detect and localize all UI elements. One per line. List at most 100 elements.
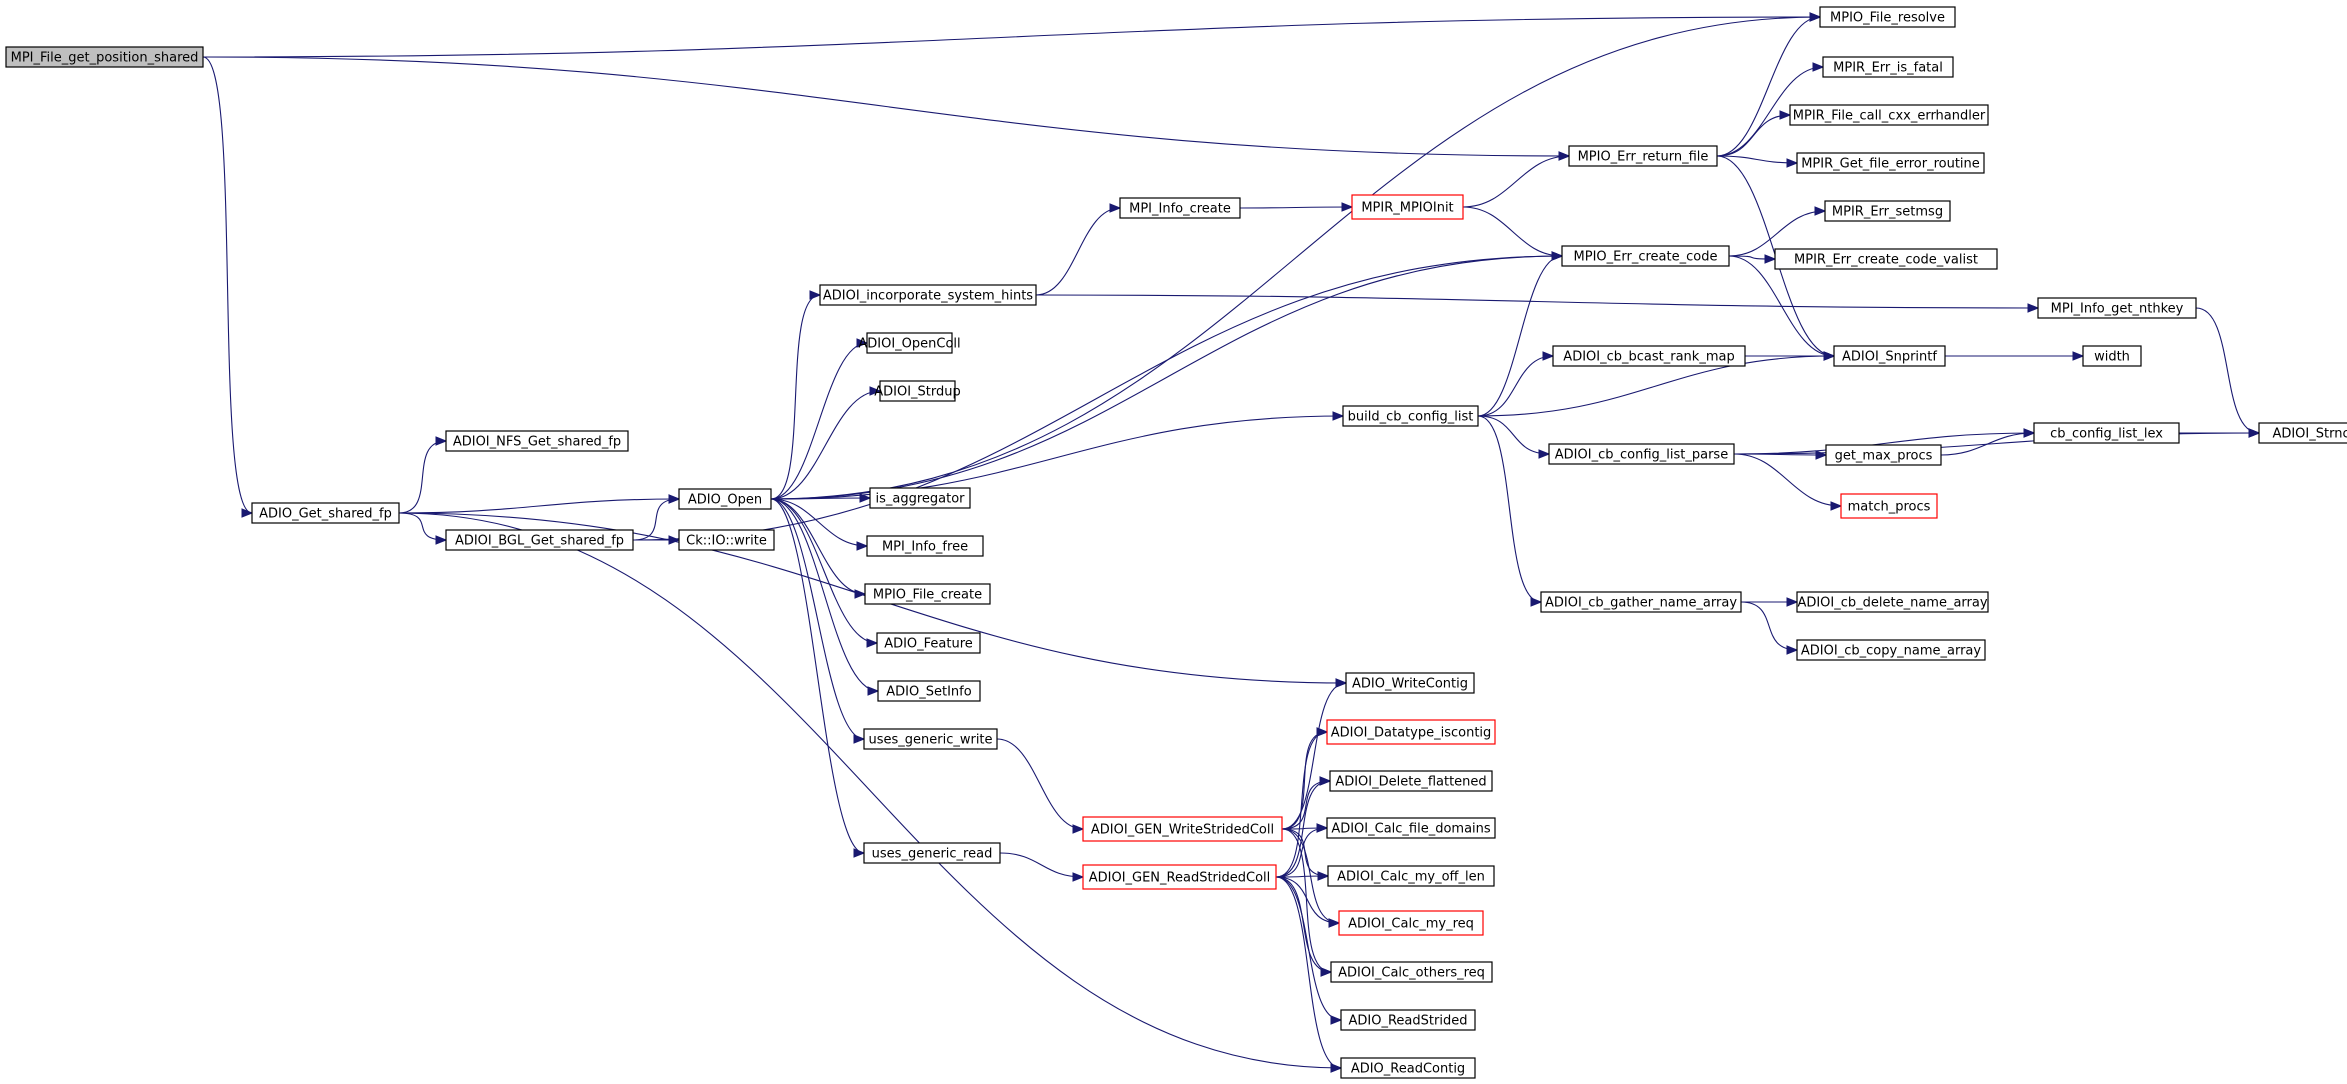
node-is-aggregator[interactable]: is_aggregator [869,487,971,509]
node-box [1326,817,1496,839]
node-adioi-gen-readstridedcoll[interactable]: ADIOI_GEN_ReadStridedColl [1082,864,1277,890]
node-adio-setinfo[interactable]: ADIO_SetInfo [877,680,981,702]
node-label: MPIR_Err_create_code_valist [1794,253,1978,268]
node-label: ADIOI_Calc_my_req [1348,917,1474,932]
node-mpir-file-call-cxx-errhandler[interactable]: MPIR_File_call_cxx_errhandler [1789,104,1989,126]
node-label: MPI_Info_free [882,540,968,555]
node-adioi-gen-writestridedcoll[interactable]: ADIOI_GEN_WriteStridedColl [1082,816,1283,842]
edge-mpi-info-create-to-mpir-mpioinit [1239,202,1354,212]
node-mpio-err-create-code[interactable]: MPIO_Err_create_code [1561,245,1730,267]
node-adio-readcontig[interactable]: ADIO_ReadContig [1340,1057,1476,1079]
edge-arrowhead [1823,351,1836,361]
edge-line [398,498,680,514]
node-box [866,535,984,557]
edge-adioi-cb-bcast-rank-map-to-adioi-snprintf [1745,351,1836,361]
edge-line [1035,294,2039,309]
node-match-procs[interactable]: match_procs [1840,493,1938,519]
edge-adio-open-to-adio-feature [770,498,879,648]
node-box [445,529,634,551]
edge-line [770,390,881,500]
node-mpir-mpioinit[interactable]: MPIR_MPIOInit [1351,194,1464,220]
node-adio-writecontig[interactable]: ADIO_WriteContig [1345,672,1475,694]
node-box [1340,1009,1476,1031]
edge-mpir-mpioinit-to-mpio-err-return-file [1462,151,1571,208]
node-label: ADIOI_Strncpy [2272,427,2347,442]
node-adioi-strncpy[interactable]: ADIOI_Strncpy [2258,422,2347,444]
edge-adioi-bgl-get-shared-fp-to-adio-open [632,494,681,541]
edge-arrowhead [1558,151,1571,161]
node-box [1327,865,1495,887]
node-adio-feature[interactable]: ADIO_Feature [876,632,981,654]
edge-adioi-incorporate-system-hints-to-mpi-info-get-nthkey [1035,294,2040,313]
edge-adio-open-to-adioi-incorporate-system-hints [770,290,822,500]
node-adioi-calc-others-req[interactable]: ADIOI_Calc_others_req [1330,961,1493,983]
edge-line [996,738,1084,830]
edge-arrowhead [1072,824,1085,834]
node-mpir-get-file-error-routine[interactable]: MPIR_Get_file_error_routine [1796,152,1985,174]
node-adio-get-shared-fp[interactable]: ADIO_Get_shared_fp [251,502,400,524]
edge-mpir-mpioinit-to-mpio-err-create-code [1462,206,1564,261]
edge-line [1281,682,1347,830]
edge-adio-get-shared-fp-to-adio-open [398,494,681,514]
node-mpi-file-get-position-shared[interactable]: MPI_File_get_position_shared [5,46,204,68]
node-adioi-snprintf[interactable]: ADIOI_Snprintf [1833,345,1946,367]
node-box [678,529,775,551]
node-adioi-nfs-get-shared-fp[interactable]: ADIOI_NFS_Get_shared_fp [445,430,629,452]
node-mpi-info-get-nthkey[interactable]: MPI_Info_get_nthkey [2037,297,2197,319]
edge-adioi-gen-writestridedcoll-to-adio-writecontig [1281,678,1348,830]
node-adioi-bgl-get-shared-fp[interactable]: ADIOI_BGL_Get_shared_fp [445,529,634,551]
node-box [2082,345,2142,367]
node-adioi-cb-delete-name-array[interactable]: ADIOI_cb_delete_name_array [1796,591,1989,613]
node-mpi-info-create[interactable]: MPI_Info_create [1119,197,1241,219]
edge-line [770,498,868,547]
edge-line [1281,731,1328,830]
node-adioi-strdup[interactable]: ADIOI_Strdup [874,380,961,402]
call-nodes: MPI_File_get_position_shared MPIO_File_re… [5,6,2347,1079]
node-label: ADIOI_Strdup [874,385,961,400]
node-mpir-err-is-fatal[interactable]: MPIR_Err_is_fatal [1822,56,1954,78]
node-box [819,284,1037,306]
node-adioi-cb-copy-name-array[interactable]: ADIOI_cb_copy_name_array [1796,639,1986,661]
edge-arrowhead [1319,776,1332,786]
node-uses-generic-read[interactable]: uses_generic_read [863,842,1001,864]
edge-line [1733,432,2035,455]
node-build-cb-config-list[interactable]: build_cb_config_list [1342,405,1479,427]
node-cb-config-list-lex[interactable]: cb_config_list_lex [2033,422,2180,444]
node-label: uses_generic_write [868,733,992,748]
node-width[interactable]: width [2082,345,2142,367]
node-uses-generic-write[interactable]: uses_generic_write [863,728,998,750]
node-adioi-opencoll[interactable]: ADIOI_OpenColl [858,332,961,354]
node-get-max-procs[interactable]: get_max_procs [1825,444,1942,466]
node-adioi-datatype-iscontig[interactable]: ADIOI_Datatype_iscontig [1326,719,1496,745]
node-label: ADIOI_BGL_Get_shared_fp [455,534,624,549]
node-adioi-calc-file-domains[interactable]: ADIOI_Calc_file_domains [1326,817,1496,839]
edge-adioi-gen-readstridedcoll-to-adio-readcontig [1275,876,1343,1073]
node-ck-io-write[interactable]: Ck::IO::write [678,529,775,551]
edge-line [202,16,1821,58]
node-mpio-err-return-file[interactable]: MPIO_Err_return_file [1568,145,1718,167]
node-adio-open[interactable]: ADIO_Open [678,488,772,510]
node-adio-readstrided[interactable]: ADIO_ReadStrided [1340,1009,1476,1031]
edge-arrowhead [856,338,869,348]
node-label: is_aggregator [875,492,965,507]
node-box [1568,145,1718,167]
node-mpio-file-resolve[interactable]: MPIO_File_resolve [1819,6,1956,28]
node-adioi-calc-my-off-len[interactable]: ADIOI_Calc_my_off_len [1327,865,1495,887]
node-label: ADIO_Open [688,493,762,508]
node-mpio-file-create[interactable]: MPIO_File_create [864,583,991,605]
edge-arrowhead [1551,251,1564,261]
node-mpir-err-create-code-valist[interactable]: MPIR_Err_create_code_valist [1774,248,1998,270]
node-mpi-info-free[interactable]: MPI_Info_free [866,535,984,557]
node-adioi-incorporate-system-hints[interactable]: ADIOI_incorporate_system_hints [819,284,1037,306]
node-mpir-err-setmsg[interactable]: MPIR_Err_setmsg [1824,200,1951,222]
node-adioi-cb-config-list-parse[interactable]: ADIOI_cb_config_list_parse [1548,443,1735,465]
node-adioi-delete-flattened[interactable]: ADIOI_Delete_flattened [1329,770,1493,792]
node-adioi-cb-gather-name-array[interactable]: ADIOI_cb_gather_name_array [1540,591,1742,613]
node-adioi-calc-my-req[interactable]: ADIOI_Calc_my_req [1338,910,1484,936]
node-label: width [2094,350,2130,365]
node-adioi-cb-bcast-rank-map[interactable]: ADIOI_cb_bcast_rank_map [1552,345,1746,367]
node-box [1345,672,1475,694]
edge-arrowhead [854,589,867,599]
edge-arrowhead [1786,645,1799,655]
